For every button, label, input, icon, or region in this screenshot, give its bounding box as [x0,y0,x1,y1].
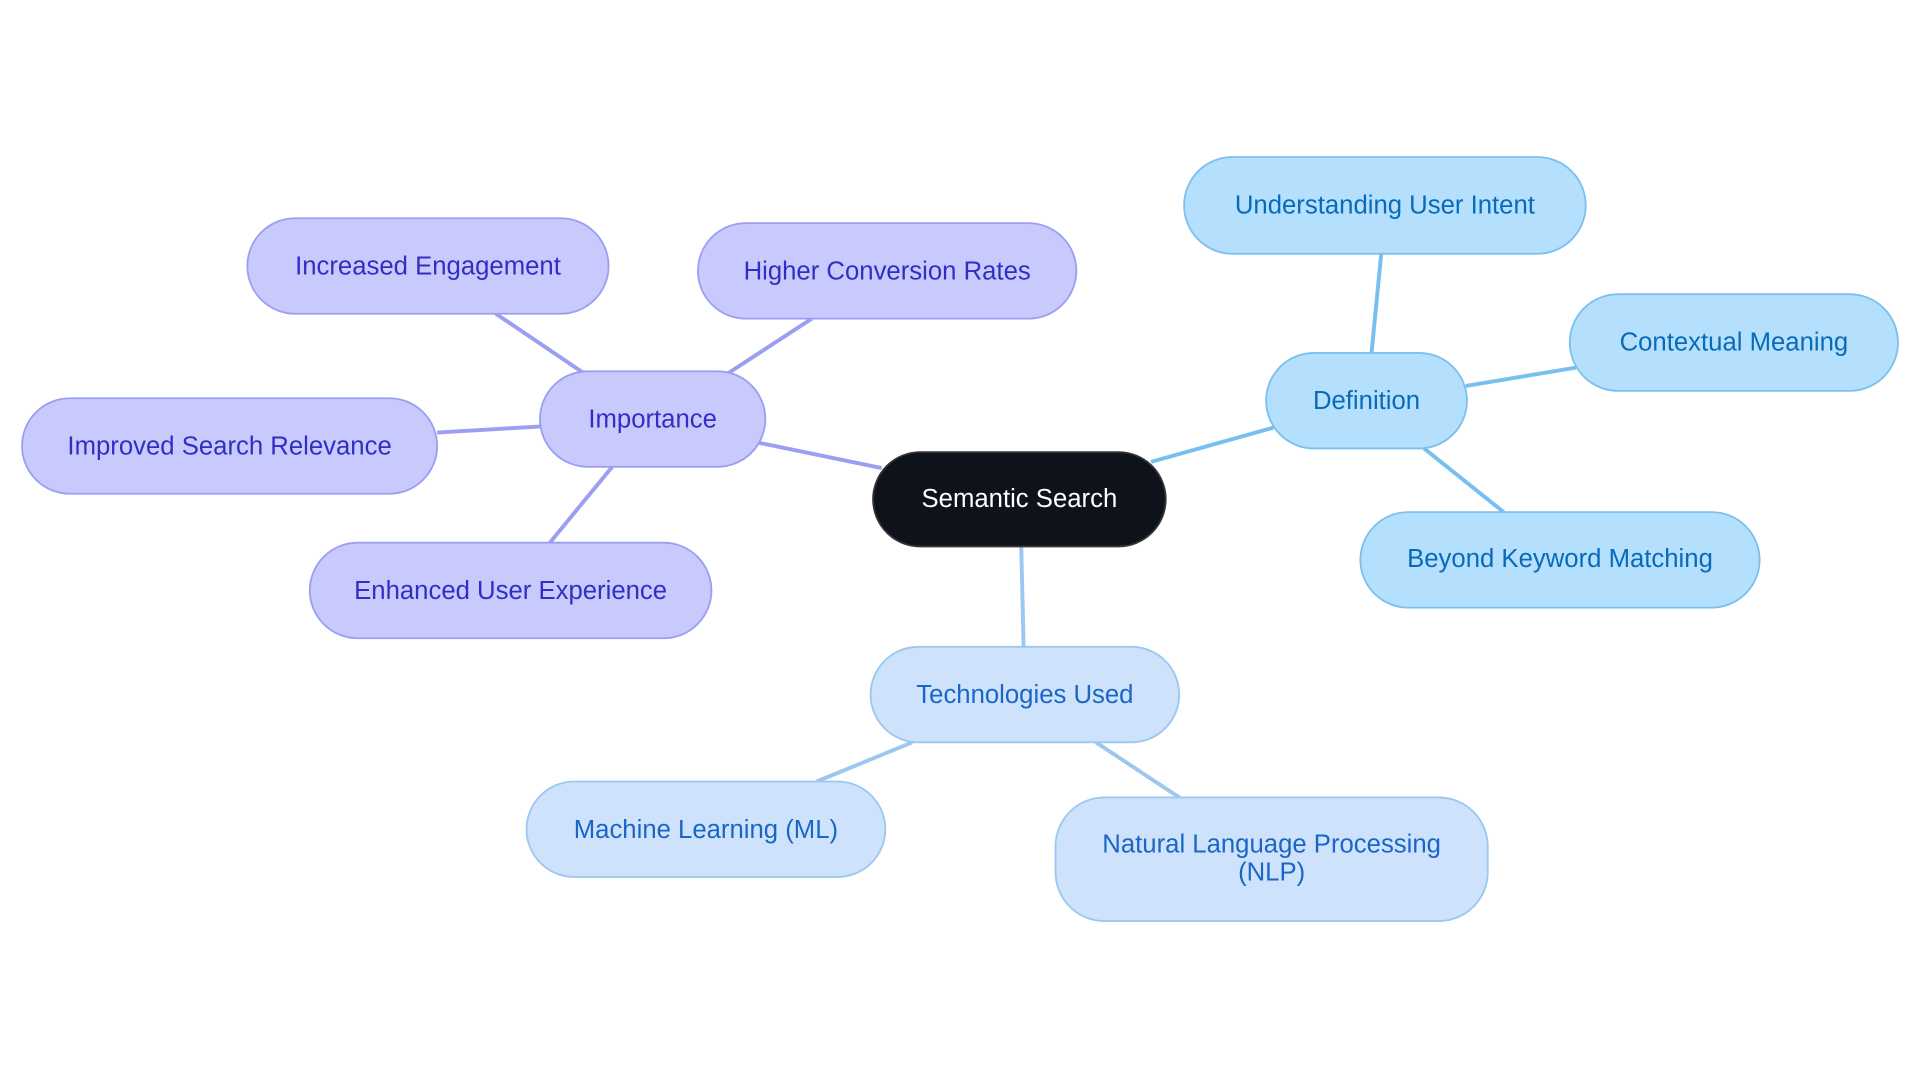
node-importance[interactable]: Importance [539,370,767,468]
node-label-line-1: Natural Language Processing [1102,831,1441,859]
edge-importance-experience [548,465,614,544]
node-technologies-used[interactable]: Technologies Used [869,645,1181,744]
edge-importance-engagement [494,312,584,375]
edge-definition-keyword [1422,446,1505,514]
node-improved-search-relevance[interactable]: Improved Search Relevance [21,397,439,495]
node-beyond-keyword-matching[interactable]: Beyond Keyword Matching [1359,511,1761,609]
edge-importance-conversion [726,317,813,376]
edge-importance-relevance [437,424,542,435]
node-definition[interactable]: Definition [1265,352,1468,450]
node-label: Machine Learning (ML) [574,816,838,844]
edge-root-importance [756,440,883,470]
node-higher-conversion-rates[interactable]: Higher Conversion Rates [697,222,1078,320]
edge-technologies-ml [815,740,913,784]
node-label-line-2: (NLP) [1238,859,1305,887]
node-label: Technologies Used [916,681,1133,709]
node-semantic-search[interactable]: Semantic Search [872,451,1167,548]
node-label: Contextual Meaning [1620,328,1849,356]
edges [437,253,1577,800]
node-natural-language-processing[interactable]: Natural Language Processing (NLP) [1054,796,1489,923]
node-increased-engagement[interactable]: Increased Engagement [246,217,610,315]
node-machine-learning[interactable]: Machine Learning (ML) [525,780,887,878]
edge-technologies-nlp [1094,740,1181,800]
edge-root-definition [1150,425,1274,464]
edge-root-technologies [1019,546,1026,649]
node-label: Increased Engagement [295,253,561,281]
node-understanding-user-intent[interactable]: Understanding User Intent [1183,156,1587,255]
node-label: Understanding User Intent [1235,191,1535,219]
node-label: Semantic Search [922,485,1118,513]
node-label: Definition [1313,387,1420,415]
node-contextual-meaning[interactable]: Contextual Meaning [1568,293,1899,392]
node-label: Improved Search Relevance [67,433,391,461]
node-enhanced-user-experience[interactable]: Enhanced User Experience [308,541,713,640]
edge-definition-intent [1369,253,1384,355]
edge-definition-contextual [1465,365,1577,388]
node-label: Importance [588,406,717,434]
node-label: Enhanced User Experience [354,577,667,605]
node-label: Higher Conversion Rates [744,257,1031,285]
node-label: Beyond Keyword Matching [1407,545,1713,573]
